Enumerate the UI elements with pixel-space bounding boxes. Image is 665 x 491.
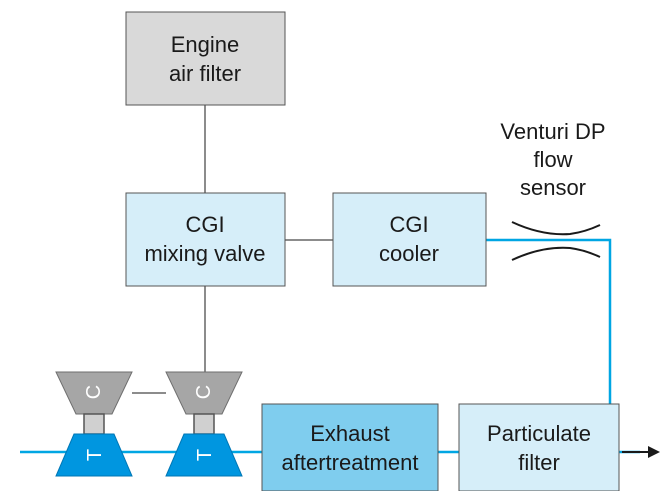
cooler-label-line2: cooler <box>379 241 439 266</box>
venturi-lower-curve <box>511 246 601 261</box>
turbine-2 <box>165 433 243 477</box>
compressor-2-label: C <box>193 385 215 399</box>
air-filter-label-line1: Engine <box>171 32 240 57</box>
particulate-filter-box: Particulate filter <box>458 403 620 491</box>
particulate-label-line1: Particulate <box>487 421 591 446</box>
turbo-1-shaft <box>83 413 105 435</box>
cgi-cooler-box: CGI cooler <box>332 192 487 287</box>
mixing-valve-label-line2: mixing valve <box>144 241 265 266</box>
exhaust-label-line1: Exhaust <box>310 421 390 446</box>
exhaust-aftertreatment-box: Exhaust aftertreatment <box>261 403 439 491</box>
turbo-2-shaft <box>193 413 215 435</box>
cgi-mixing-valve-box: CGI mixing valve <box>125 192 286 287</box>
engine-air-filter-box: Engine air filter <box>125 11 286 106</box>
sensor-label-line3: sensor <box>520 175 586 200</box>
cooler-label-line1: CGI <box>389 212 428 237</box>
venturi-sensor-label: Venturi DP flow sensor <box>500 119 605 200</box>
turbine-1-label: T <box>84 449 106 461</box>
cooler-to-filter-line <box>486 238 612 404</box>
turbocharger-2: C T <box>165 371 243 477</box>
venturi-upper-curve <box>511 221 601 236</box>
compressor-1 <box>55 371 133 415</box>
sensor-label-line1: Venturi DP <box>500 119 605 144</box>
compressor-2 <box>165 371 243 415</box>
outlet-arrow-head <box>648 446 660 458</box>
exhaust-label-line2: aftertreatment <box>282 450 419 475</box>
particulate-label-line2: filter <box>518 450 560 475</box>
compressor-1-label: C <box>83 385 105 399</box>
air-filter-label-line2: air filter <box>169 61 241 86</box>
sensor-label-line2: flow <box>533 147 572 172</box>
mixing-valve-label-line1: CGI <box>185 212 224 237</box>
turbine-2-label: T <box>194 449 216 461</box>
turbine-1 <box>55 433 133 477</box>
turbocharger-1: C T <box>55 371 133 477</box>
